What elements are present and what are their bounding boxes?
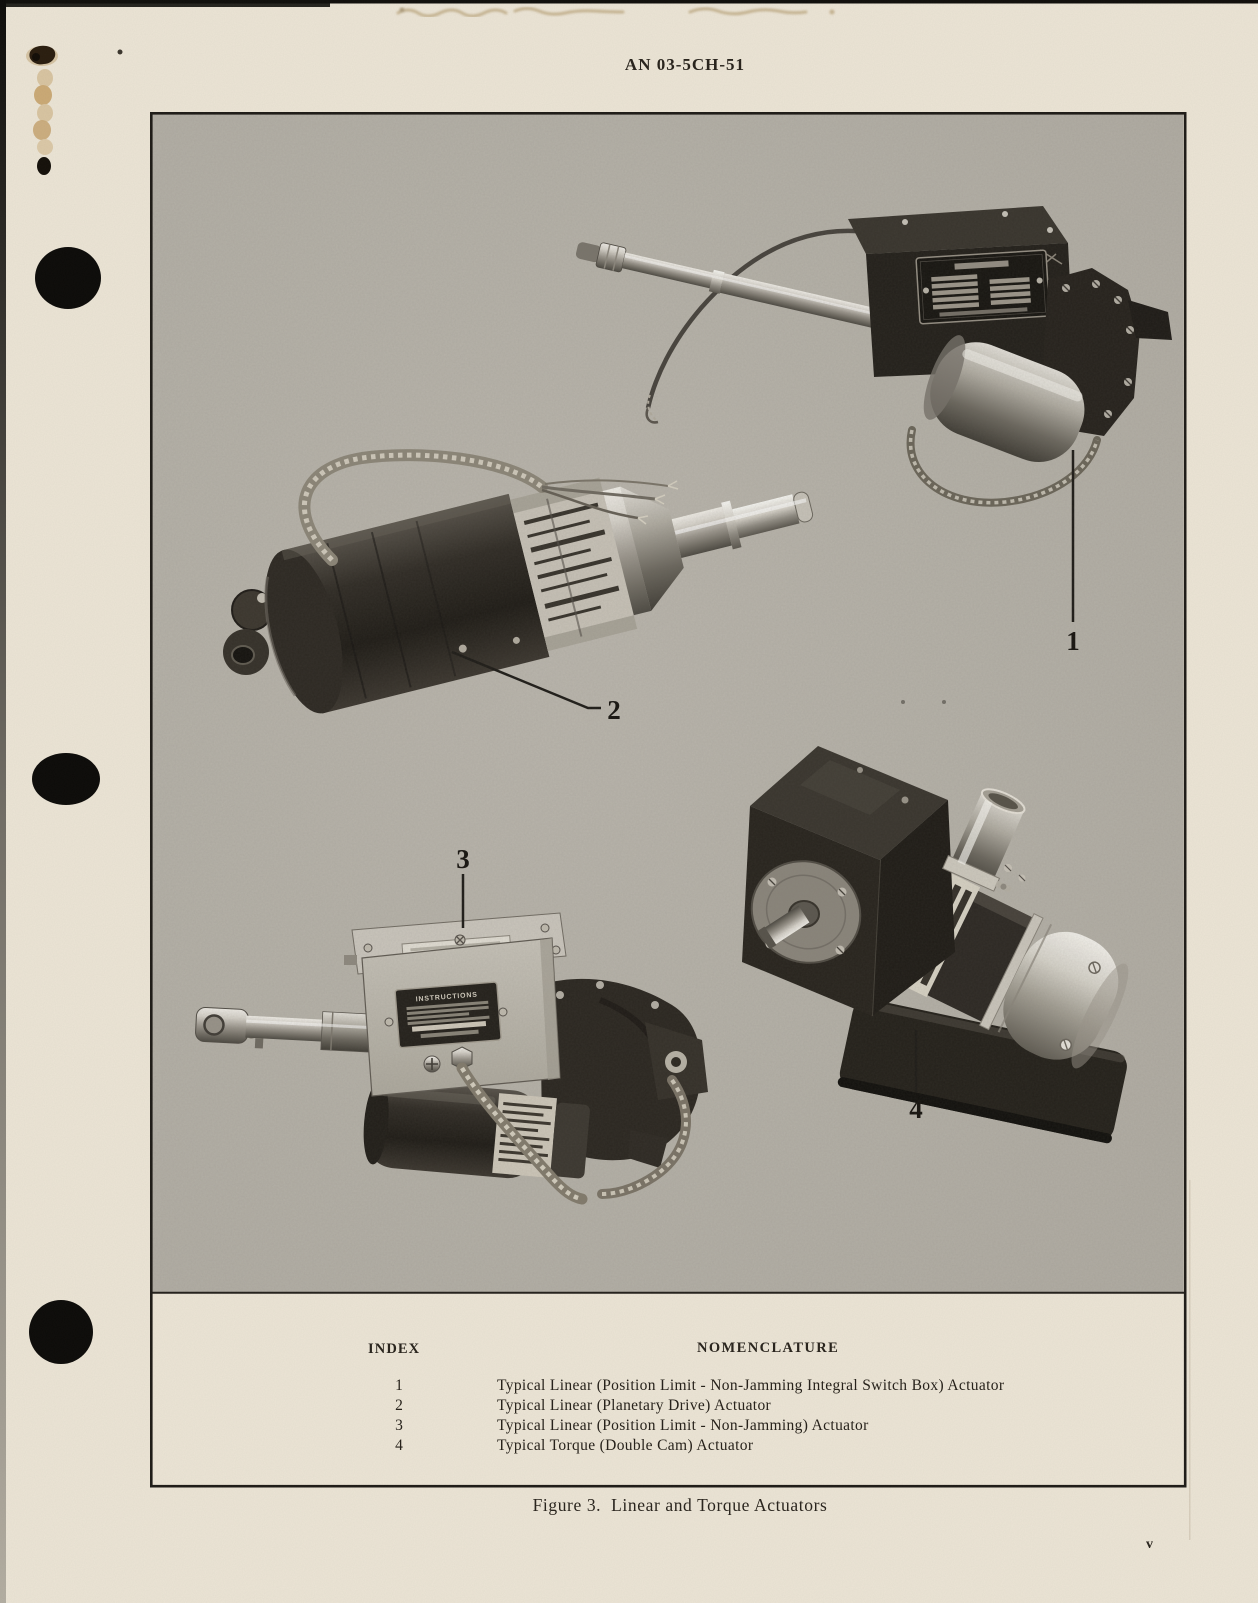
table-row: 3 Typical Linear (Position Limit - Non-J…	[0, 1417, 1258, 1437]
index-number: 4	[395, 1437, 403, 1454]
index-number: 2	[395, 1397, 403, 1414]
figure-caption: Figure 3. Linear and Torque Actuators	[532, 1495, 828, 1515]
index-description: Typical Linear (Position Limit - Non-Jam…	[497, 1377, 1005, 1394]
table-row: 4 Typical Torque (Double Cam) Actuator	[0, 1437, 1258, 1457]
index-description: Typical Linear (Position Limit - Non-Jam…	[497, 1417, 869, 1434]
index-column-header: INDEX	[368, 1341, 421, 1357]
nomenclature-column-header: NOMENCLATURE	[697, 1340, 840, 1356]
index-description: Typical Linear (Planetary Drive) Actuato…	[497, 1397, 772, 1414]
header-document-code: AN 03-5CH-51	[624, 55, 746, 74]
table-row: 2 Typical Linear (Planetary Drive) Actua…	[0, 1397, 1258, 1417]
index-description: Typical Torque (Double Cam) Actuator	[497, 1437, 754, 1454]
page-number: v	[1146, 1537, 1153, 1552]
table-row: 1 Typical Linear (Position Limit - Non-J…	[0, 1377, 1258, 1397]
index-number: 3	[395, 1417, 403, 1434]
index-number: 1	[395, 1377, 403, 1394]
